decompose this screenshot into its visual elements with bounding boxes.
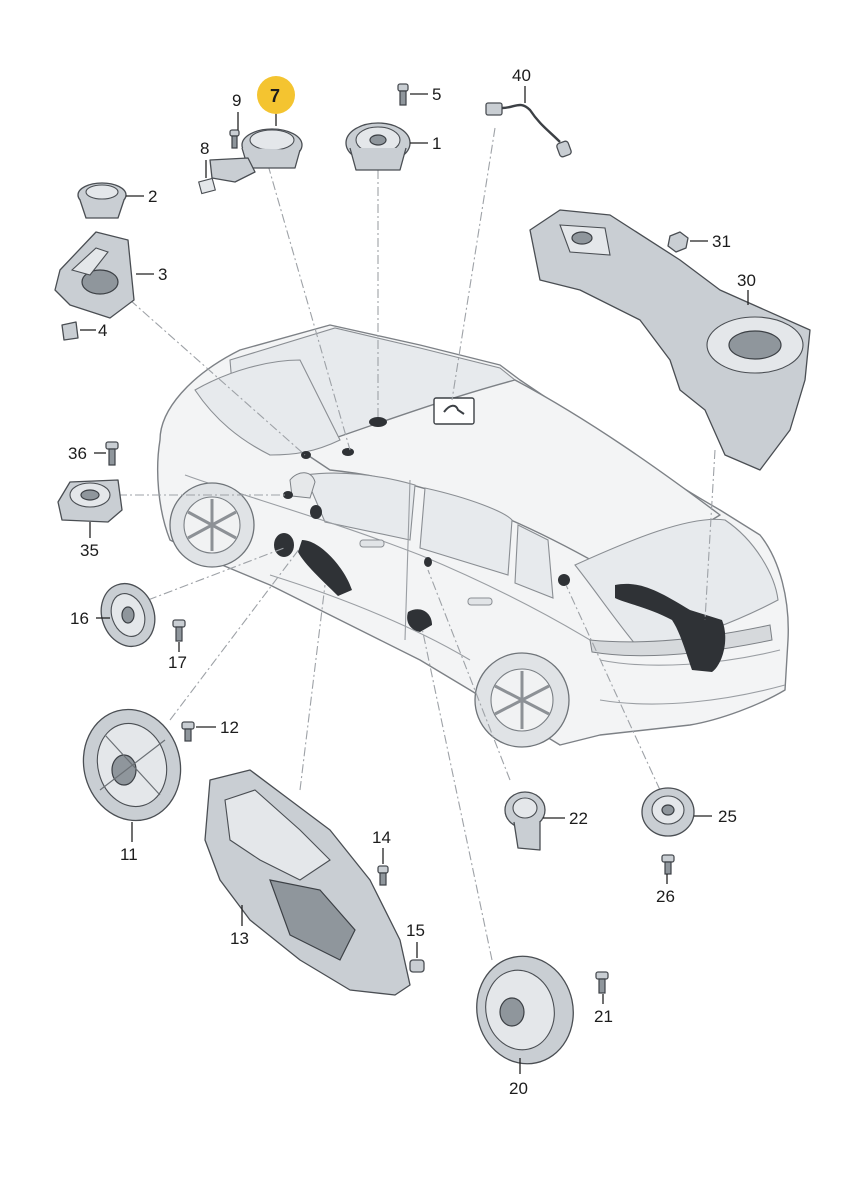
callout-40: 40 <box>512 66 531 85</box>
part-30-subwoofer <box>529 209 811 471</box>
callout-5: 5 <box>432 85 441 104</box>
part-16-midrange <box>100 582 156 648</box>
part-14-screw <box>377 865 389 886</box>
part-21-screw <box>595 971 609 994</box>
callout-11: 11 <box>120 845 138 864</box>
part-5-screw <box>397 83 409 106</box>
callout-8: 8 <box>200 139 209 158</box>
callout-20: 20 <box>509 1079 528 1098</box>
callout-labels: 1 5 2 3 4 9 8 40 31 30 36 35 16 17 12 11… <box>68 66 756 1098</box>
part-1-tweeter <box>345 122 411 171</box>
part-11-woofer <box>82 708 182 822</box>
leader-lines <box>118 127 716 961</box>
callout-2: 2 <box>148 187 157 206</box>
part-40-cable <box>485 102 572 158</box>
callout-3: 3 <box>158 265 167 284</box>
callout-9: 9 <box>232 91 241 110</box>
vehicle-illustration <box>157 324 789 748</box>
callout-30: 30 <box>737 271 756 290</box>
callout-7-highlighted[interactable]: 7 <box>257 76 295 114</box>
part-22-tweeter <box>504 791 546 851</box>
callout-1: 1 <box>432 134 441 153</box>
callout-36: 36 <box>68 444 87 463</box>
callout-16: 16 <box>70 609 89 628</box>
part-15-clip <box>409 959 425 973</box>
callout-31: 31 <box>712 232 731 251</box>
callout-35: 35 <box>80 541 99 560</box>
callout-26: 26 <box>656 887 675 906</box>
highlight-marker <box>257 76 295 114</box>
callout-21: 21 <box>594 1007 613 1026</box>
callout-7: 7 <box>270 86 280 106</box>
callout-13: 13 <box>230 929 249 948</box>
callout-17: 17 <box>168 653 187 672</box>
part-31-nut <box>667 231 689 253</box>
callout-14: 14 <box>372 828 391 847</box>
part-17-screw <box>172 619 186 642</box>
part-25-speaker <box>641 787 695 837</box>
callout-22: 22 <box>569 809 588 828</box>
callout-4: 4 <box>98 321 107 340</box>
part-20-rear-woofer <box>476 955 574 1065</box>
part-7-center-speaker <box>209 128 303 183</box>
part-4-clip <box>61 321 79 341</box>
callout-15: 15 <box>406 921 425 940</box>
part-8-clip <box>198 177 216 195</box>
callout-25: 25 <box>718 807 737 826</box>
part-9-screw <box>229 129 240 149</box>
part-36-screw <box>105 441 119 466</box>
part-35-tweeter <box>57 479 123 523</box>
part-3-bracket <box>54 231 135 319</box>
part-26-screw <box>661 854 675 875</box>
callout-12: 12 <box>220 718 239 737</box>
part-2-tweeter <box>77 182 127 219</box>
part-12-screw <box>181 721 195 742</box>
part-13-door-module <box>204 769 411 996</box>
